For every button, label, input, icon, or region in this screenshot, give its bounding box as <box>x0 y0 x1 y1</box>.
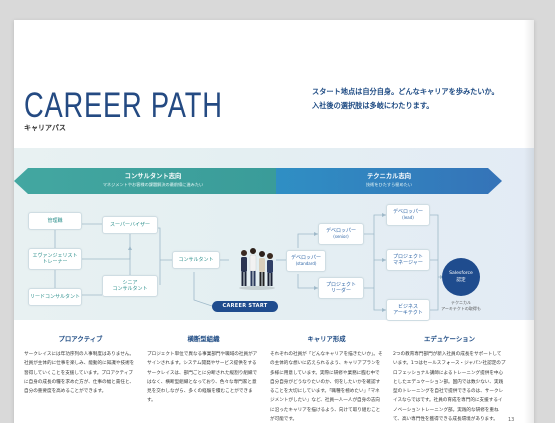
salesforce-note: テクニカル アーキテクトの取得も <box>441 300 481 311</box>
headline-line-2: 入社後の選択肢は多岐にわたります。 <box>312 101 434 110</box>
consultant-banner-title: コンサルタント志向 <box>124 173 182 180</box>
box-business-architect: ビジネス アーキテクト <box>386 299 430 321</box>
box-senior-consultant: シニア コンサルタント <box>102 275 158 297</box>
column-education: エデュケーション 2つの教育専門部門が新入社員の成長をサポートしています。1つは… <box>393 334 506 423</box>
headline-line-1: スタート地点は自分自身。どんなキャリアを歩みたいか。 <box>312 87 499 96</box>
brochure-page: CAREER PATH キャリアパス スタート地点は自分自身。どんなキャリアを歩… <box>14 20 534 423</box>
consultant-banner-subtitle: マネジメントやお客様の課題解決の最前線に進みたい <box>102 182 204 187</box>
box-developer-lead-label: デベロッパー <box>392 208 423 215</box>
technical-banner-subtitle: 技術をひたすら極めたい <box>365 182 413 187</box>
box-trainer-label: トレーナー <box>42 259 68 265</box>
column-title: 横断型組織 <box>187 335 220 343</box>
column-text: サークレイスには年功序列の人事制度はありません。社員が主体的に仕事を楽しみ、能動… <box>24 352 135 395</box>
box-lead-consultant-label: リードコンサルタント <box>29 293 80 300</box>
box-developer-senior-label: デベロッパー <box>325 227 356 234</box>
box-project-manager-label-2: マネージャー <box>393 260 423 266</box>
box-manager-label: 管理職 <box>47 217 63 224</box>
box-project-manager: プロジェクト マネージャー <box>386 249 430 271</box>
column-text: 2つの教育専門部門が新入社員の成長をサポートしています。1つはセールスフォース・… <box>393 352 506 423</box>
page-curl-shadow <box>524 20 534 423</box>
box-supervisor-label: スーパーバイザー <box>110 221 150 228</box>
box-business-architect-label-2: アーキテクト <box>393 310 423 316</box>
box-developer-lead: デベロッパー (lead) <box>386 204 430 226</box>
box-developer-standard-level: (standard) <box>295 261 317 266</box>
consultant-banner <box>14 168 276 194</box>
column-title: プロアクティブ <box>58 335 103 343</box>
box-supervisor: スーパーバイザー <box>102 216 158 234</box>
page-subtitle: キャリアパス <box>24 124 66 132</box>
box-senior-consultant-label: コンサルタント <box>112 286 148 292</box>
box-senior-label: シニア <box>122 279 138 286</box>
box-evangelist-trainer: エヴァンジェリスト トレーナー <box>28 248 82 270</box>
box-project-leader: プロジェクト リーダー <box>318 277 364 299</box>
box-business-architect-label-1: ビジネス <box>397 303 418 310</box>
technical-banner-title: テクニカル志向 <box>366 173 412 180</box>
salesforce-label: Salesforce <box>449 271 473 276</box>
certification-label: 認定 <box>456 278 466 283</box>
new-employees-illustration <box>239 248 275 290</box>
box-developer-lead-level: (lead) <box>402 215 414 220</box>
box-lead-consultant: リードコンサルタント <box>28 288 82 306</box>
box-project-manager-label-1: プロジェクト <box>392 253 423 260</box>
box-consultant-label: コンサルタント <box>178 256 214 263</box>
column-title: キャリア形成 <box>307 335 346 343</box>
column-text: それぞれの社員が「どんなキャリアを描きたいか」。その主体的な想いに応えられるよう… <box>270 352 383 423</box>
career-start-badge: CAREER START <box>212 301 278 312</box>
box-developer-senior: デベロッパー (senior) <box>318 223 364 245</box>
page-title: CAREER PATH <box>24 86 223 125</box>
box-developer-standard-label: デベロッパー <box>290 254 321 261</box>
column-text: プロジェクト単位で異なる事業部門や職域の社員がアサインされます。システム開発やサ… <box>147 352 258 404</box>
box-project-leader-label-1: プロジェクト <box>325 281 356 288</box>
column-title: エデュケーション <box>424 335 475 343</box>
box-developer-senior-level: (senior) <box>333 234 349 239</box>
box-developer-standard: デベロッパー (standard) <box>286 250 326 272</box>
page-number: 13 <box>508 417 515 423</box>
column-proactive: プロアクティブ サークレイスには年功序列の人事制度はありません。社員が主体的に仕… <box>24 334 137 396</box>
box-manager: 管理職 <box>28 212 82 230</box>
box-evangelist-label: エヴァンジェリスト <box>32 252 78 259</box>
technical-banner <box>276 168 502 194</box>
column-cross-functional: 横断型組織 プロジェクト単位で異なる事業部門や職域の社員がアサインされます。シス… <box>147 334 260 406</box>
box-project-leader-label-2: リーダー <box>330 288 351 294</box>
box-consultant: コンサルタント <box>172 251 220 269</box>
column-career-formation: キャリア形成 それぞれの社員が「どんなキャリアを描きたいか」。その主体的な想いに… <box>270 334 383 423</box>
headline: スタート地点は自分自身。どんなキャリアを歩みたいか。 入社後の選択肢は多岐にわた… <box>312 85 499 113</box>
salesforce-certification-circle: Salesforce 認定 <box>442 258 480 296</box>
